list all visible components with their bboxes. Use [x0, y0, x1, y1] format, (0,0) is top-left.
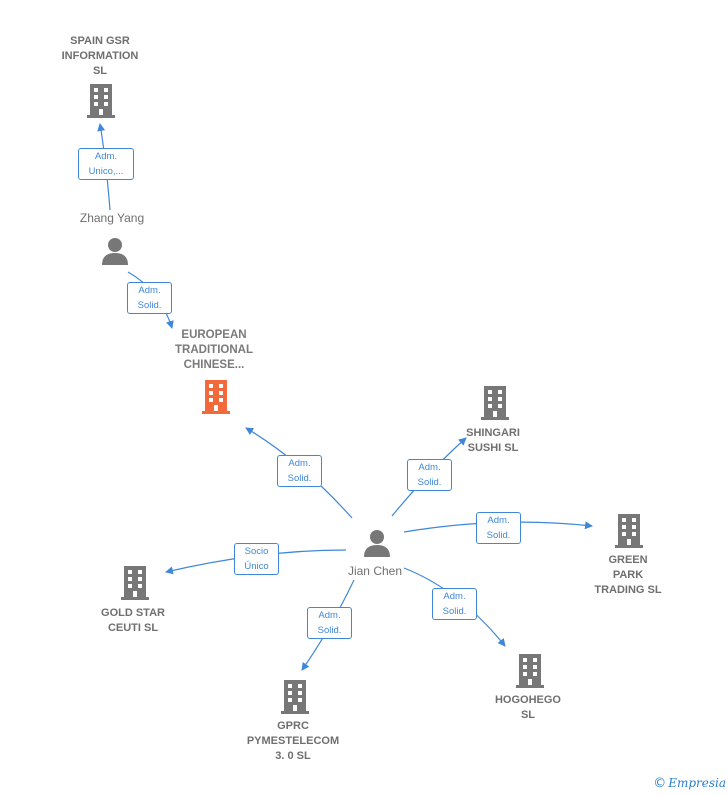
company-green-park-label[interactable]: GREEN PARK TRADING SL [594, 554, 662, 596]
edge-label-line: Solid. [442, 606, 467, 617]
edge-label-line: Adm. [318, 610, 341, 621]
company-shingari-label[interactable]: SHINGARI SUSHI SL [466, 427, 520, 454]
edge-label-line: Adm. [443, 591, 466, 602]
edge-label-line: Adm. [487, 515, 510, 526]
company-gprc-label[interactable]: GPRC PYMESTELECOM 3. 0 SL [246, 720, 340, 762]
edge-label-line: Adm. [418, 462, 441, 473]
edge-label-line: Adm. [94, 151, 118, 162]
edge-label-jian-gold[interactable]: Socio Único [234, 543, 279, 575]
company-spain-gsr-label[interactable]: SPAIN GSR INFORMATION SL [61, 35, 139, 77]
edge-label-zhang-european[interactable]: Adm. Solid. [127, 282, 172, 314]
edge-label-line: Único [244, 561, 269, 572]
copyright-icon: © [653, 776, 667, 791]
edge-label-line: Solid. [317, 625, 342, 636]
person-jian-chen-label[interactable]: Jian Chen [347, 564, 403, 578]
edge-label-line: Unico,... [88, 166, 124, 177]
edge-label-line: Solid. [417, 477, 442, 488]
building-icon [202, 380, 230, 414]
edge-label-jian-hogohego[interactable]: Adm. Solid. [432, 588, 477, 620]
edge-label-jian-shingari[interactable]: Adm. Solid. [407, 459, 452, 491]
edge-label-jian-european[interactable]: Adm. Solid. [277, 455, 322, 487]
edge-label-jian-green[interactable]: Adm. Solid. [476, 512, 521, 544]
company-gold-star-label[interactable]: GOLD STAR CEUTI SL [101, 607, 165, 634]
building-icon [516, 654, 544, 688]
company-hogohego-label[interactable]: HOGOHEGO SL [494, 694, 561, 721]
edge-label-zhang-spain[interactable]: Adm. Unico,... [78, 148, 134, 180]
building-icon [481, 386, 509, 420]
edge-label-line: Adm. [138, 285, 161, 296]
building-icon [615, 514, 643, 548]
brand-logo: ©Empresia [653, 776, 726, 791]
edge-label-line: Socio [244, 546, 269, 557]
person-icon [102, 238, 128, 265]
building-icon [281, 680, 309, 714]
building-icon [87, 84, 115, 118]
person-zhang-yang-label[interactable]: Zhang Yang [79, 211, 145, 225]
edge-label-line: Solid. [137, 300, 162, 311]
brand-name: Empresia [668, 776, 726, 790]
edge-label-line: Solid. [486, 530, 511, 541]
edge-label-line: Solid. [287, 473, 312, 484]
building-icon [121, 566, 149, 600]
person-icon [364, 530, 390, 557]
company-european-label[interactable]: EUROPEAN TRADITIONAL CHINESE... [175, 329, 253, 371]
edge-label-line: Adm. [288, 458, 311, 469]
edge-label-jian-gprc[interactable]: Adm. Solid. [307, 607, 352, 639]
